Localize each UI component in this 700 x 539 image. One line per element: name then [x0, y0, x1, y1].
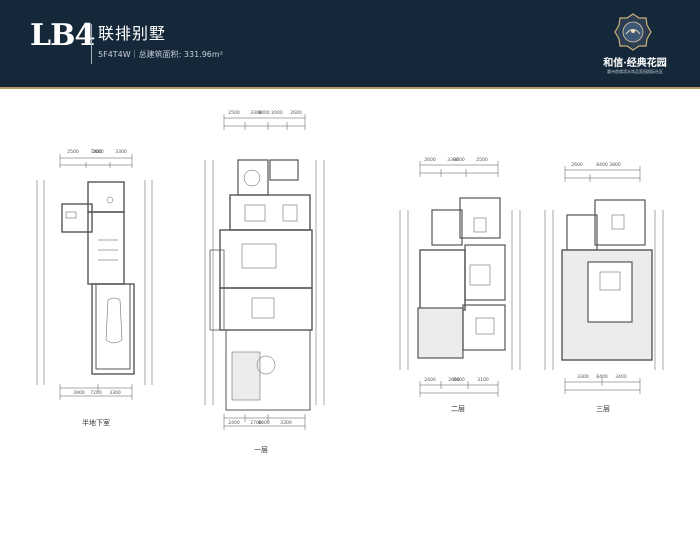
label-semi-basement: 半地下室	[82, 419, 110, 427]
label-first-floor: 一层	[254, 446, 268, 454]
dimension-label: 8400	[453, 158, 465, 163]
dimension-label: 3900	[73, 391, 85, 396]
dimension-label: 2700	[250, 421, 262, 426]
plan-third-floor	[544, 166, 664, 394]
dimension-label: 3300	[577, 375, 589, 380]
dimension-label: 2500	[476, 158, 488, 163]
dimension-label: 3100	[477, 378, 489, 383]
dimension-label: 2600	[571, 163, 583, 168]
unit-code: LB4	[30, 18, 95, 53]
label-second-floor: 二层	[451, 405, 465, 413]
dimension-label: 2500	[67, 150, 79, 155]
dimension-label: 2600	[290, 111, 302, 116]
brand-tagline: 惠州首席滨水尚品家园国际社区	[607, 69, 663, 74]
dimension-label: 3300	[280, 421, 292, 426]
dimension-label: 2600	[424, 158, 436, 163]
dimension-label: 3300	[109, 391, 121, 396]
brand-name: 和信·经典花园	[603, 58, 667, 69]
header-band: LB4 联排别墅 5F4T4W｜总建筑面积: 331.96m² 和信·经典花园 …	[0, 0, 700, 87]
dimension-label: 2600	[448, 378, 460, 383]
label-third-floor: 三层	[596, 405, 610, 413]
dimension-label: 3400	[615, 375, 627, 380]
page-title: 联排别墅	[98, 24, 167, 43]
dimension-label: 3300	[250, 111, 262, 116]
dimension-label: 8400	[258, 111, 270, 116]
dimension-label: 2400	[424, 378, 436, 383]
plan-second-floor	[399, 161, 521, 397]
dimension-label: 7200	[90, 150, 102, 155]
dimension-label: 3800	[609, 163, 621, 168]
header-divider	[91, 24, 92, 64]
plan-first-floor	[204, 114, 325, 430]
dimension-label: 3300	[115, 150, 127, 155]
dimension-label: 8400	[453, 378, 465, 383]
plan-semi-basement	[36, 154, 153, 400]
dimension-label: 2400	[228, 421, 240, 426]
dimension-label: 3300	[447, 158, 459, 163]
dimension-label: 7200	[90, 391, 102, 396]
dimension-label: 8400	[596, 375, 608, 380]
ornate-crest-emblem-icon	[614, 13, 652, 51]
header-gold-rule	[0, 87, 700, 89]
dimension-label: 2500	[228, 111, 240, 116]
dimension-label: 8400	[596, 163, 608, 168]
dimension-label: 2600	[92, 150, 104, 155]
dimension-label: 8400	[258, 421, 270, 426]
dimension-label: 2000	[271, 111, 283, 116]
unit-specs: 5F4T4W｜总建筑面积: 331.96m²	[98, 50, 223, 59]
